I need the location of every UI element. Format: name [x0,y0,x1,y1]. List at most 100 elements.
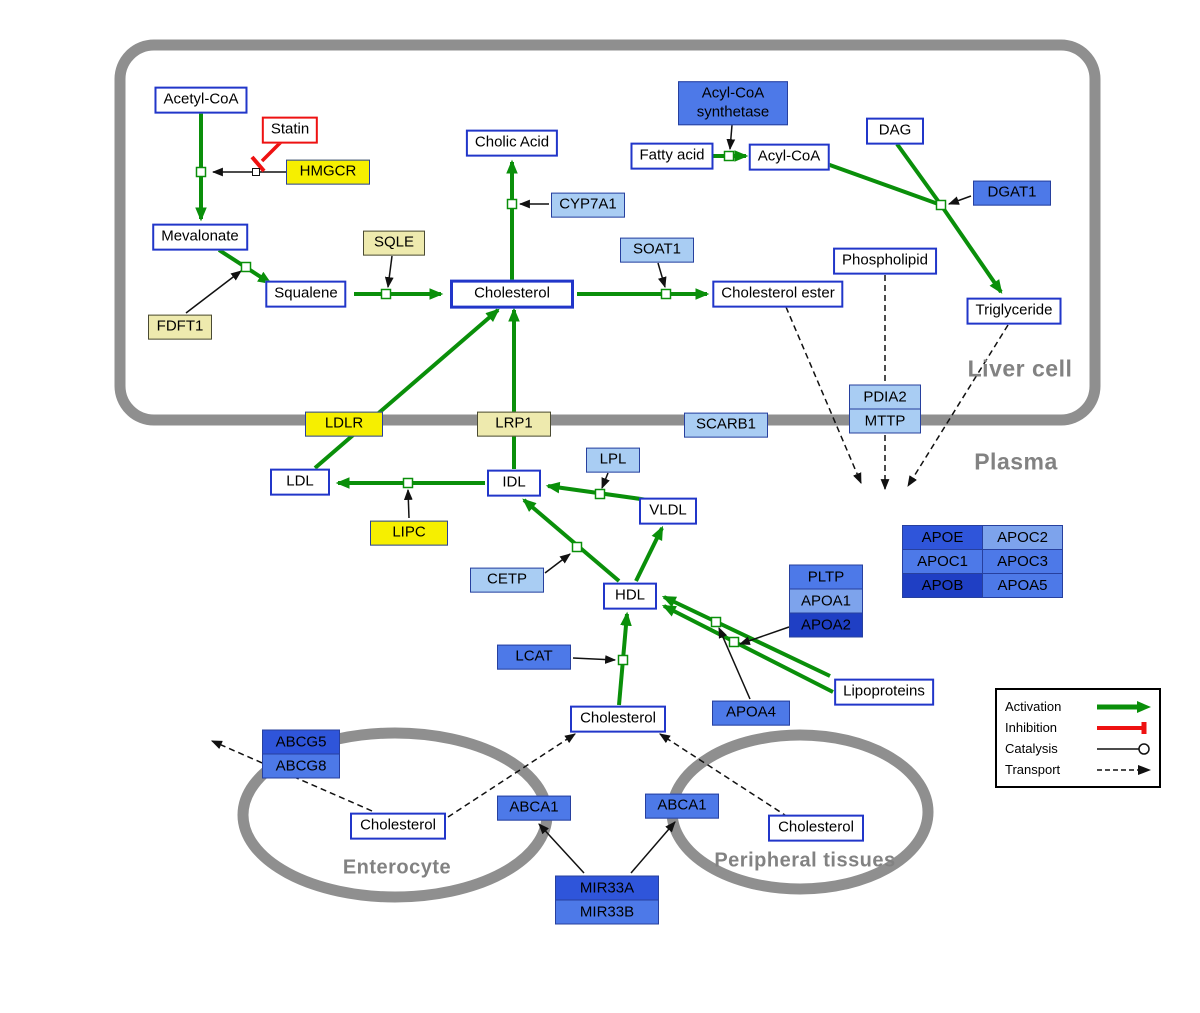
node-apoa5[interactable]: APOA5 [982,573,1063,598]
node-vldl[interactable]: VLDL [639,497,697,525]
node-apoc2[interactable]: APOC2 [982,525,1063,550]
node-acetyl-coa[interactable]: Acetyl-CoA [154,86,248,114]
node-cholesterol-plasma[interactable]: Cholesterol [570,705,666,733]
legend-inhibition-label: Inhibition [1005,720,1058,735]
reaction-soat1 [660,288,672,300]
edge-hdl-idl [522,498,621,583]
node-pdia2[interactable]: PDIA2 [849,384,921,410]
node-cholesterol-liver[interactable]: Cholesterol [450,279,574,309]
node-soat1[interactable]: SOAT1 [620,237,694,263]
edge-apoa4-catalysis [718,626,751,700]
legend-transport-label: Transport [1005,762,1061,777]
edge-ldl-cholesterol-uptake [313,308,500,470]
node-apoc1[interactable]: APOC1 [902,549,983,574]
legend: Activation Inhibition Catalysis Transpor… [995,688,1161,788]
node-mir33a[interactable]: MIR33A [555,875,659,901]
node-lipc[interactable]: LIPC [370,520,448,546]
legend-activation-label: Activation [1005,699,1062,714]
node-cholic-acid[interactable]: Cholic Acid [465,129,559,157]
catalysis-circle-icon [1097,742,1150,755]
node-lrp1[interactable]: LRP1 [477,411,551,437]
node-cyp7a1[interactable]: CYP7A1 [551,192,625,218]
node-dag[interactable]: DAG [866,117,924,145]
node-apoe[interactable]: APOE [902,525,983,550]
edge-cholesterol-abcg-export [210,740,373,812]
peripheral-tissues-label: Peripheral tissues [714,849,896,872]
reaction-fdft1 [240,261,252,273]
node-scarb1[interactable]: SCARB1 [684,412,768,438]
node-statin[interactable]: Statin [261,116,319,144]
node-mir33b[interactable]: MIR33B [555,899,659,925]
node-idl[interactable]: IDL [487,469,541,497]
legend-catalysis-label: Catalysis [1005,741,1058,756]
node-hdl[interactable]: HDL [603,582,657,610]
node-group-abcg5-abcg8: ABCG5 ABCG8 [262,729,340,779]
node-phospholipid[interactable]: Phospholipid [833,247,937,275]
edge-mir33-abca1-left [538,823,585,874]
transport-dashed-arrow-icon [1097,764,1151,775]
node-cholesterol-ester[interactable]: Cholesterol ester [712,280,844,308]
node-apoa1[interactable]: APOA1 [789,588,863,614]
node-lpl[interactable]: LPL [586,447,640,473]
edge-cholesterol-abca1-enterocyte [447,733,576,818]
edge-triglyceride-plasma [907,324,1009,487]
node-ldlr[interactable]: LDLR [305,411,383,437]
legend-row-transport: Transport [1005,759,1151,780]
edge-cholesterolester-plasma [785,306,862,485]
node-triglyceride[interactable]: Triglyceride [966,297,1062,325]
node-group-apolipoproteins: APOE APOC2 APOC1 APOC3 APOB APOA5 [902,525,1063,598]
reaction-acylcoasynthetase [723,150,735,162]
edge-statin-inhibition [260,140,283,163]
node-fatty-acid[interactable]: Fatty acid [630,142,714,170]
node-abca1-enterocyte[interactable]: ABCA1 [497,795,571,821]
edge-fdft1-catalysis [185,270,242,314]
activation-edges [195,113,1003,706]
inhibition-edges [250,140,283,173]
node-sqle[interactable]: SQLE [363,230,425,256]
node-abca1-peripheral[interactable]: ABCA1 [645,793,719,819]
edge-cholesterol-abca1-peripheral [659,733,789,818]
reaction-cyp7a1 [506,198,518,210]
legend-row-catalysis: Catalysis [1005,738,1151,759]
edge-cetp-catalysis [544,553,571,574]
node-cetp[interactable]: CETP [470,567,544,593]
node-abcg8[interactable]: ABCG8 [262,753,340,779]
edge-lcat-catalysis [572,655,617,664]
node-lcat[interactable]: LCAT [497,644,571,670]
node-acyl-coa[interactable]: Acyl-CoA [748,143,830,171]
node-squalene[interactable]: Squalene [265,280,347,308]
node-ldl[interactable]: LDL [270,468,330,496]
activation-arrow-icon [1097,700,1151,713]
node-apoc3[interactable]: APOC3 [982,549,1063,574]
reaction-apoa4 [710,616,722,628]
reaction-nodes [195,150,947,666]
node-pltp[interactable]: PLTP [789,564,863,590]
node-cholesterol-peripheral[interactable]: Cholesterol [768,814,864,842]
catalysis-connector-square [252,168,260,176]
node-apoa2[interactable]: APOA2 [789,612,863,638]
edge-acylcoa-junction [826,162,942,207]
node-fdft1[interactable]: FDFT1 [148,314,212,340]
node-apoa4[interactable]: APOA4 [712,700,790,726]
edge-lpl-catalysis [601,472,610,490]
node-abcg5[interactable]: ABCG5 [262,729,340,755]
edge-hdl-vldl [634,525,664,582]
node-dgat1[interactable]: DGAT1 [973,180,1051,206]
node-apob[interactable]: APOB [902,573,983,598]
node-group-mir33: MIR33A MIR33B [555,875,659,925]
legend-row-inhibition: Inhibition [1005,717,1151,738]
legend-row-activation: Activation [1005,696,1151,717]
node-mevalonate[interactable]: Mevalonate [152,223,248,251]
node-hmgcr[interactable]: HMGCR [286,159,370,185]
reaction-lcat [617,654,629,666]
node-mttp[interactable]: MTTP [849,408,921,434]
node-cholesterol-enterocyte[interactable]: Cholesterol [350,812,446,840]
reaction-cetp [571,541,583,553]
liver-cell-membrane [114,39,1101,426]
node-acyl-coa-synthetase[interactable]: Acyl-CoA synthetase [678,81,788,125]
plasma-label: Plasma [974,448,1058,475]
node-group-pltp-apoa1-apoa2: PLTP APOA1 APOA2 [789,564,863,638]
node-lipoproteins[interactable]: Lipoproteins [834,678,934,706]
